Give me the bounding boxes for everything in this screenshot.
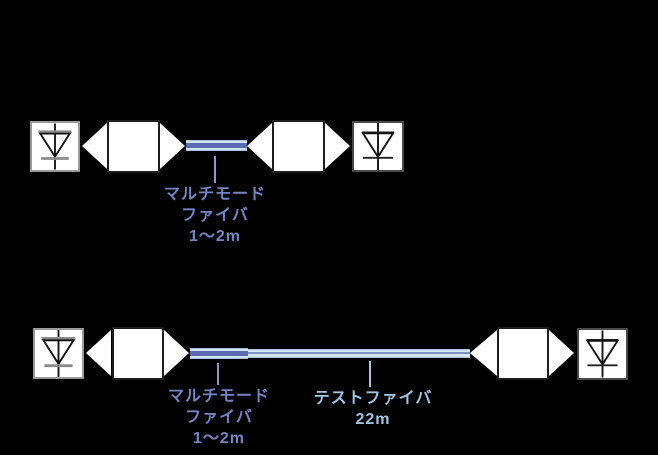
lens-triangle-icon [549, 330, 574, 376]
coupler-box [107, 120, 160, 173]
multimode-fiber-core [190, 351, 248, 356]
photodiode-detector-box [352, 121, 404, 172]
fiber-callout-line [369, 361, 371, 387]
fiber-callout-line [214, 156, 216, 183]
coupler-box [272, 120, 325, 173]
lens-triangle-icon [325, 123, 350, 169]
multimode-fiber-segment [186, 140, 247, 151]
led-source-box [33, 328, 84, 379]
diode-icon [41, 330, 76, 377]
multimode-fiber-label: マルチモード ファイバ 1～2m [164, 184, 266, 247]
label-line: ファイバ [185, 409, 253, 426]
coupler-box [497, 327, 549, 380]
setup2-row: マルチモード ファイバ 1～2m テストファイバ 22m [0, 260, 658, 455]
label-line: ファイバ [181, 207, 249, 224]
lens-triangle-icon [470, 330, 497, 376]
lens-triangle-icon [82, 123, 107, 169]
diode-icon [361, 123, 395, 170]
test-fiber-core [248, 352, 470, 354]
lens-triangle-icon [247, 123, 272, 169]
test-fiber-label: テストファイバ 22m [314, 388, 433, 430]
lens-triangle-icon [164, 330, 189, 376]
multimode-fiber-core [186, 143, 247, 148]
label-line: 1～2m [192, 430, 246, 447]
coupler-box [112, 327, 164, 380]
setup1-row: マルチモード ファイバ 1～2m [30, 120, 404, 247]
fiber-callout-line [217, 363, 219, 385]
label-line: 22m [355, 411, 391, 428]
diode-icon [585, 330, 620, 378]
diode-icon [38, 123, 72, 170]
led-source-box [30, 121, 80, 172]
label-line: マルチモード [167, 388, 271, 405]
label-line: テストファイバ [313, 390, 433, 407]
multimode-fiber-segment [190, 348, 248, 359]
label-line: 1～2m [188, 228, 242, 245]
lens-triangle-icon [160, 123, 185, 169]
lens-triangle-icon [86, 330, 111, 376]
photodiode-detector-box [577, 328, 628, 380]
multimode-fiber-label: マルチモード ファイバ 1～2m [168, 386, 270, 449]
test-fiber-segment [248, 349, 470, 358]
label-line: マルチモード [163, 186, 267, 203]
